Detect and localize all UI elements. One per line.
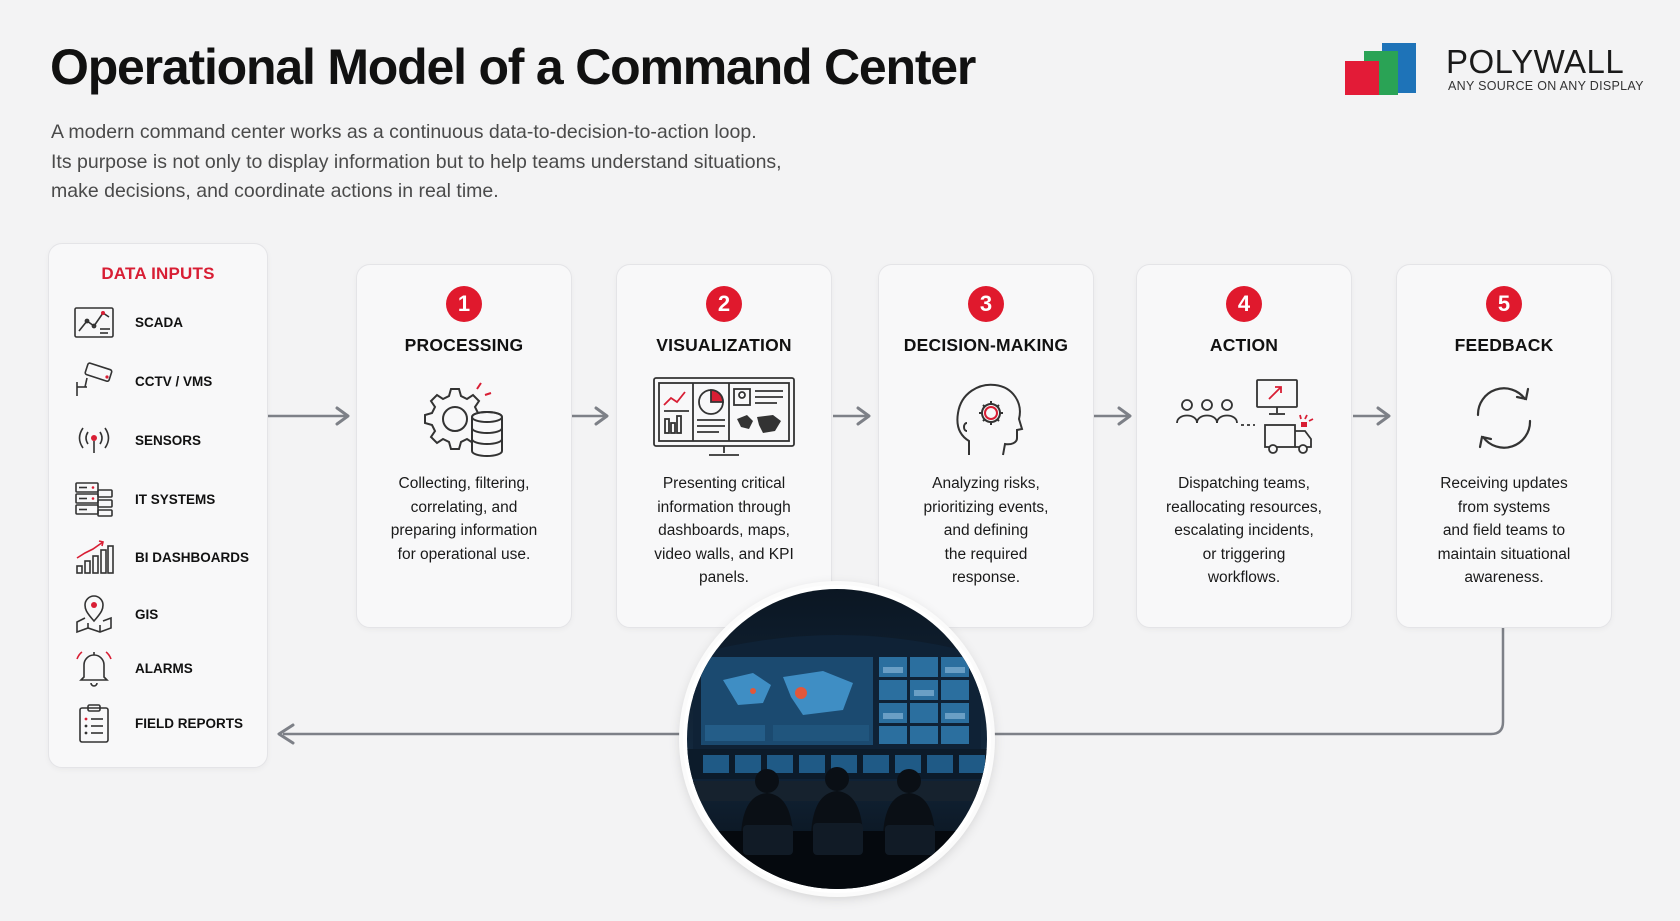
- subtitle-line: Its purpose is not only to display infor…: [51, 150, 782, 173]
- input-label: CCTV / VMS: [135, 373, 213, 389]
- head-gear-icon: [956, 383, 1024, 456]
- subtitle-line: make decisions, and coordinate actions i…: [51, 180, 499, 202]
- description-line: workflows.: [1207, 569, 1281, 586]
- page-title: Operational Model of a Command Center: [50, 39, 976, 95]
- arrow-processing-to-visualization: [571, 406, 609, 426]
- description-line: escalating incidents,: [1174, 522, 1314, 539]
- bar-chart-icon: [76, 540, 114, 574]
- data-inputs-panel: DATA INPUTS SCADA CCTV / VMS SENSORS: [48, 243, 268, 768]
- step-card-visualization: 2 VISUALIZATION Presenting critical info…: [616, 264, 832, 628]
- description-line: awareness.: [1464, 569, 1544, 586]
- input-label: ALARMS: [135, 660, 193, 676]
- step-title: VISUALIZATION: [656, 335, 792, 355]
- description-line: and defining: [943, 522, 1029, 539]
- input-item-alarms: ALARMS: [73, 646, 263, 690]
- step-title: ACTION: [1209, 335, 1279, 355]
- step-description: Analyzing risks, prioritizing events, an…: [891, 472, 1081, 590]
- input-label: SENSORS: [135, 432, 202, 448]
- alarm-bell-icon: [76, 651, 112, 687]
- page-subtitle: A modern command center works as a conti…: [51, 118, 871, 207]
- input-label: IT SYSTEMS: [135, 491, 216, 507]
- description-line: Analyzing risks,: [932, 475, 1040, 492]
- input-label: SCADA: [135, 314, 184, 330]
- clipboard-icon: [79, 704, 109, 743]
- step-card-feedback: 5 FEEDBACK Receiving updates from system…: [1396, 264, 1612, 628]
- step-number-badge: 1: [446, 286, 482, 322]
- step-title: PROCESSING: [404, 335, 524, 355]
- scada-icon: [74, 307, 114, 338]
- input-label: FIELD REPORTS: [135, 715, 244, 731]
- step-description: Presenting critical information through …: [629, 472, 819, 590]
- step-number-badge: 3: [968, 286, 1004, 322]
- step-number-badge: 4: [1226, 286, 1262, 322]
- logo-tagline: ANY SOURCE ON ANY DISPLAY: [1448, 79, 1644, 93]
- arrow-decision-to-action: [1094, 406, 1132, 426]
- description-line: Presenting critical: [662, 475, 786, 492]
- step-description: Receiving updates from systems and field…: [1409, 472, 1599, 590]
- description-line: response.: [951, 569, 1021, 586]
- description-line: video walls, and KPI: [654, 545, 794, 563]
- description-line: reallocating resources,: [1166, 498, 1322, 516]
- step-card-action: 4 ACTION Dispatching teams, reallocating…: [1136, 264, 1352, 628]
- input-item-bi-dashboards: BI DASHBOARDS: [73, 535, 263, 579]
- arrow-inputs-to-processing: [268, 406, 350, 426]
- description-line: maintain situational: [1437, 545, 1571, 563]
- logo-name: POLYWALL: [1446, 43, 1625, 80]
- description-line: prioritizing events,: [923, 498, 1049, 516]
- cctv-camera-icon: [76, 362, 113, 396]
- input-item-cctv: CCTV / VMS: [73, 359, 263, 403]
- dashboard-monitor-icon: [653, 377, 795, 456]
- input-item-gis: GIS: [73, 592, 263, 636]
- step-description: Dispatching teams, reallocating resource…: [1149, 472, 1339, 590]
- team-dispatch-icon: [1176, 379, 1314, 454]
- command-center-image: [687, 589, 987, 889]
- description-line: for operational use.: [397, 545, 531, 563]
- polywall-logo: POLYWALL ANY SOURCE ON ANY DISPLAY: [1345, 41, 1643, 101]
- polywall-logo-mark-icon: [1345, 43, 1416, 95]
- subtitle-line: A modern command center works as a conti…: [51, 121, 757, 143]
- refresh-cycle-icon: [1476, 387, 1532, 449]
- gear-database-icon: [424, 382, 503, 457]
- step-title: DECISION-MAKING: [903, 335, 1069, 355]
- map-pin-icon: [76, 595, 112, 634]
- data-inputs-title: DATA INPUTS: [101, 264, 215, 283]
- description-line: preparing information: [390, 522, 538, 539]
- input-label: GIS: [135, 606, 159, 622]
- description-line: Dispatching teams,: [1178, 475, 1310, 492]
- step-number-badge: 5: [1486, 286, 1522, 322]
- arrow-visualization-to-decision: [833, 406, 871, 426]
- description-line: from systems: [1457, 498, 1551, 516]
- description-line: Receiving updates: [1440, 475, 1568, 492]
- description-line: information through: [657, 498, 791, 516]
- description-line: correlating, and: [410, 498, 518, 516]
- sensor-signal-icon: [78, 427, 110, 453]
- input-item-field-reports: FIELD REPORTS: [73, 701, 263, 745]
- description-line: panels.: [699, 569, 749, 586]
- description-line: dashboards, maps,: [658, 522, 790, 539]
- description-line: the required: [944, 545, 1028, 563]
- input-label: BI DASHBOARDS: [135, 549, 250, 565]
- step-title: FEEDBACK: [1454, 335, 1554, 355]
- input-item-it-systems: IT SYSTEMS: [73, 477, 263, 521]
- server-rack-icon: [75, 482, 113, 517]
- command-center-photo: [683, 585, 991, 893]
- step-card-processing: 1 PROCESSING Collecting, filtering, corr…: [356, 264, 572, 628]
- description-line: and field teams to: [1442, 522, 1566, 539]
- step-description: Collecting, filtering, correlating, and …: [369, 472, 559, 566]
- description-line: Collecting, filtering,: [398, 475, 530, 492]
- arrow-action-to-feedback: [1353, 406, 1391, 426]
- input-item-sensors: SENSORS: [73, 418, 263, 462]
- description-line: or triggering: [1202, 545, 1286, 563]
- step-card-decision-making: 3 DECISION-MAKING Analyzing risks, prior…: [878, 264, 1094, 628]
- input-item-scada: SCADA: [73, 300, 263, 344]
- step-number-badge: 2: [706, 286, 742, 322]
